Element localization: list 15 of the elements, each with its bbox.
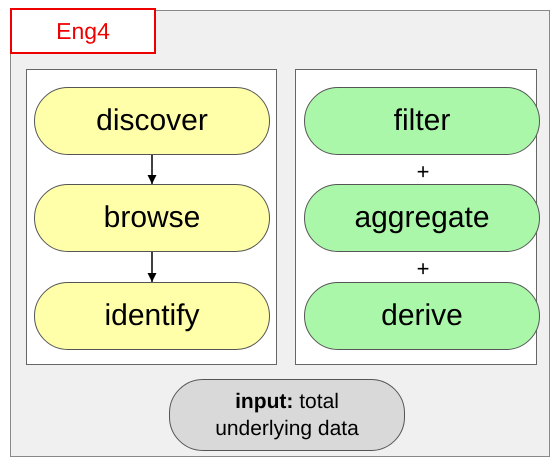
plus-sign: + [416, 256, 430, 282]
arrow [148, 252, 156, 282]
pill-node: input: total underlying data [169, 379, 405, 451]
panel-title: Eng4 [10, 8, 156, 54]
pill-node: aggregate [304, 184, 540, 252]
pill-node: identify [34, 282, 270, 350]
arrow [148, 155, 156, 184]
pill-node: browse [34, 184, 270, 252]
group-box [295, 69, 537, 365]
pill-node: derive [304, 282, 540, 350]
plus-sign: + [416, 159, 430, 185]
group-box [26, 69, 277, 365]
panel [10, 10, 550, 457]
pill-node: discover [34, 87, 270, 155]
pill-node: filter [304, 87, 540, 155]
